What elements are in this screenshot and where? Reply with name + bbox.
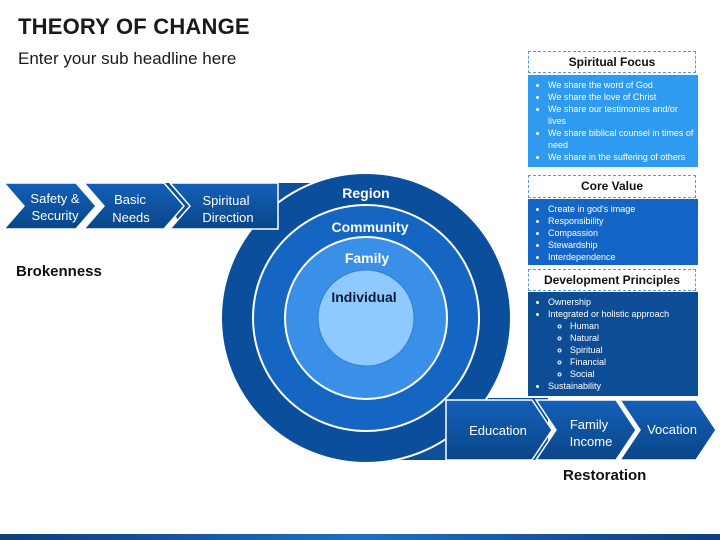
sub-headline: Enter your sub headline here xyxy=(18,49,237,68)
spiritual-focus-item: We share biblical counsel in times of ne… xyxy=(548,127,694,151)
left-chevron-1-line2: Security xyxy=(32,208,79,223)
right-chevron-2-line2: Income xyxy=(570,434,613,449)
ring-label-individual: Individual xyxy=(331,289,396,305)
left-chevron-1: Safety & Security xyxy=(2,182,97,230)
left-chevron-2-line2: Needs xyxy=(112,210,150,225)
ring-label-family: Family xyxy=(345,250,390,266)
spiritual-focus-item: We share in the suffering of others xyxy=(548,151,694,163)
core-value-item: Create in god's image xyxy=(548,203,694,215)
right-chevron-1-line1: Education xyxy=(469,423,527,438)
development-principles-item-label: Integrated or holistic approach xyxy=(548,309,670,319)
development-principles-subitem: Social xyxy=(570,368,694,380)
spiritual-focus-item: We share the word of God xyxy=(548,79,694,91)
core-value-item: Stewardship xyxy=(548,239,694,251)
spiritual-focus-item: We share our testimonies and/or lives xyxy=(548,103,694,127)
right-chevron-1: Education xyxy=(445,399,553,461)
spiritual-focus-item: We share the love of Christ xyxy=(548,91,694,103)
footer-bar xyxy=(0,534,720,540)
left-chevron-3-line2: Direction xyxy=(202,210,253,225)
left-chevron-2: Basic Needs xyxy=(82,182,185,230)
core-value-body: Create in god's image Responsibility Com… xyxy=(528,199,698,265)
development-principles-subitem: Financial xyxy=(570,356,694,368)
right-chevron-3: Vocation xyxy=(618,399,717,461)
development-principles-subitem: Human xyxy=(570,320,694,332)
left-chevron-3: Spiritual Direction xyxy=(168,182,279,230)
right-chevron-3-line1: Vocation xyxy=(647,422,697,437)
spiritual-focus-title: Spiritual Focus xyxy=(528,51,696,73)
development-principles-item: Ownership xyxy=(548,296,694,308)
core-value-item: Interdependence xyxy=(548,251,694,263)
development-principles-subitem: Spiritual xyxy=(570,344,694,356)
right-chevron-2: Family Income xyxy=(534,399,637,461)
brokenness-label: Brokenness xyxy=(16,263,102,280)
development-principles-body: Ownership Integrated or holistic approac… xyxy=(528,292,698,396)
development-principles-subitem: Natural xyxy=(570,332,694,344)
left-chevron-2-line1: Basic xyxy=(114,192,146,207)
right-chevron-2-line1: Family xyxy=(570,417,609,432)
left-chevron-3-line1: Spiritual xyxy=(203,193,250,208)
core-value-item: Responsibility xyxy=(548,215,694,227)
spiritual-focus-body: We share the word of God We share the lo… xyxy=(528,75,698,167)
restoration-label: Restoration xyxy=(563,467,647,484)
left-chevron-1-line1: Safety & xyxy=(30,191,79,206)
development-principles-item: Sustainability xyxy=(548,380,694,392)
page-title: THEORY OF CHANGE xyxy=(18,14,250,39)
ring-label-region: Region xyxy=(342,185,389,201)
development-principles-item: Integrated or holistic approach Human Na… xyxy=(548,308,694,380)
ring-individual xyxy=(317,269,415,367)
core-value-item: Compassion xyxy=(548,227,694,239)
core-value-title: Core Value xyxy=(528,175,696,198)
ring-label-community: Community xyxy=(332,219,409,235)
development-principles-title: Development Principles xyxy=(528,269,696,291)
